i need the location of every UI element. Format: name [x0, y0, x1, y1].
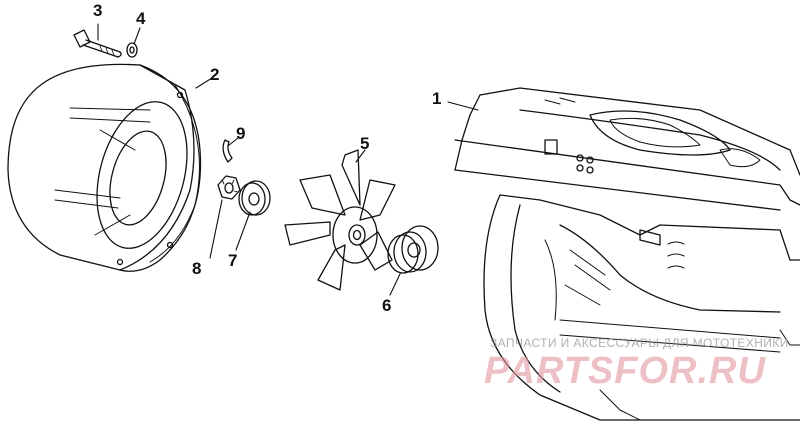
part-5-impeller [284, 149, 396, 291]
callout-6: 6 [382, 296, 391, 315]
callout-2: 2 [210, 65, 219, 84]
part-4-washer [126, 42, 138, 58]
callout-7: 7 [228, 251, 237, 270]
part-1-crankcase [454, 87, 800, 421]
part-7-washer [238, 180, 271, 216]
leader-5 [355, 149, 366, 163]
leader-8 [209, 199, 223, 259]
part-3-bolt [73, 29, 122, 58]
leader-9 [227, 137, 239, 147]
leader-6 [389, 273, 401, 296]
part-8-castle-nut [217, 175, 241, 200]
callout-5: 5 [360, 134, 369, 153]
callout-3: 3 [93, 1, 102, 20]
callout-labels: 3 4 2 1 9 5 8 7 6 [93, 1, 441, 315]
leader-4 [133, 27, 141, 45]
part-6-pulley [387, 225, 439, 274]
watermark-brand-logo: PARTSFOR.RU [484, 350, 766, 392]
callout-8: 8 [192, 259, 201, 278]
leader-lines [97, 23, 479, 296]
leader-1 [447, 101, 479, 111]
callout-1: 1 [432, 89, 441, 108]
leader-7 [235, 211, 251, 251]
leader-2 [195, 77, 213, 89]
callout-4: 4 [136, 9, 146, 28]
watermark-caption: ЗАПЧАСТИ И АКСЕССУАРЫ ДЛЯ МОТОТЕХНИКИ [490, 336, 789, 350]
callout-9: 9 [236, 124, 245, 143]
part-2-blower-housing [7, 63, 202, 272]
